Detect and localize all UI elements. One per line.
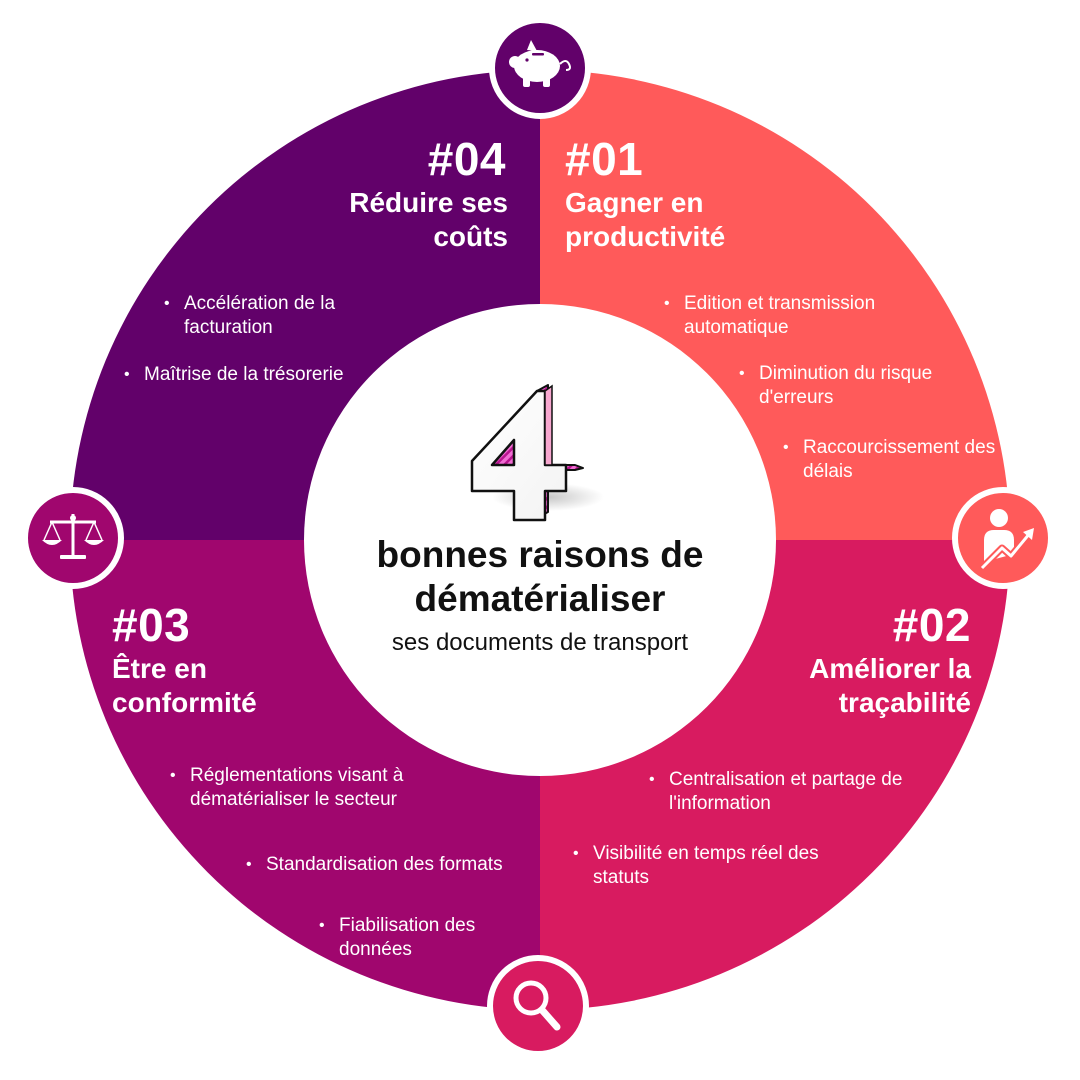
quadrant-04-bullet-1: Accélération de la facturation <box>164 292 404 340</box>
quadrant-03-bullet-1: Réglementations visant à dématérialiser … <box>170 764 460 812</box>
quadrant-03-number: #03 <box>112 599 191 651</box>
person-growth-arrow-icon <box>952 487 1054 589</box>
quadrant-04-number: #04 <box>427 133 506 185</box>
quadrant-03-bullet-2: Standardisation des formats <box>246 853 506 877</box>
quadrant-01-title: Gagner en productivité <box>565 187 726 252</box>
center-title: bonnes raisons de dématérialiser <box>376 534 704 619</box>
quadrant-01-bullet-3: Raccourcissement des délais <box>783 436 1018 484</box>
quadrant-01-bullet-2: Diminution du risque d'erreurs <box>739 362 959 410</box>
quadrant-04-bullet-2: Maîtrise de la trésorerie <box>124 363 344 387</box>
magnifier-icon <box>487 955 589 1057</box>
big-number-graphic <box>470 384 604 522</box>
scales-icon <box>22 487 124 589</box>
quadrant-02-bullet-2: Visibilité en temps réel des statuts <box>573 842 833 890</box>
quadrant-02-title: Améliorer la traçabilité <box>809 653 971 718</box>
quadrant-02-number: #02 <box>892 599 971 651</box>
quadrant-01-number: #01 <box>565 133 644 185</box>
quadrant-01-bullet-1: Edition et transmission automatique <box>664 292 944 340</box>
quadrant-02-bullet-1: Centralisation et partage de l'informati… <box>649 768 959 816</box>
quadrant-04-title: Réduire ses coûts <box>349 187 508 252</box>
center-disc <box>304 304 776 776</box>
center-subtitle: ses documents de transport <box>391 629 689 656</box>
piggy-bank-icon <box>489 17 591 119</box>
quadrant-03-bullet-3: Fiabilisation des données <box>319 914 539 962</box>
quadrant-03-title: Être en conformité <box>112 653 257 718</box>
